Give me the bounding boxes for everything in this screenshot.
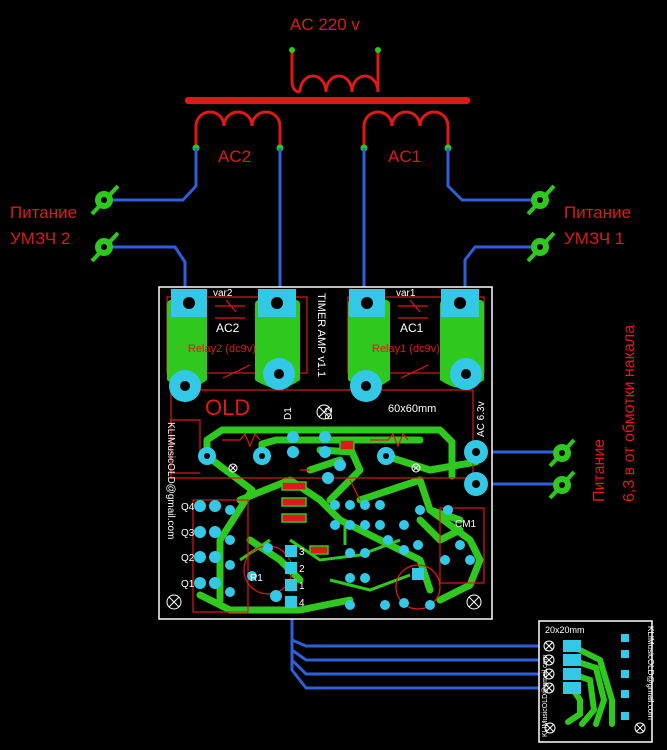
pin-1-label: 1 bbox=[299, 581, 305, 592]
mounting-holes bbox=[166, 404, 482, 610]
secondary-left-label: AC2 bbox=[218, 147, 251, 166]
terminal-umzch1-a bbox=[526, 184, 556, 216]
old-label: OLD bbox=[205, 395, 250, 420]
primary-pin-left bbox=[289, 47, 295, 53]
wire-bus-4 bbox=[290, 606, 548, 690]
primary-winding bbox=[290, 50, 380, 94]
secondary-winding-right bbox=[362, 110, 450, 148]
small-email-label: KLIMusicOLD@gmail.com bbox=[646, 626, 655, 720]
wire-umzch2 bbox=[104, 245, 187, 300]
pin-2-label: 2 bbox=[299, 564, 305, 575]
secondary-right-label: AC1 bbox=[388, 147, 421, 166]
small-board-mounts bbox=[543, 640, 646, 734]
ac2-board-label: AC2 bbox=[216, 321, 240, 335]
label-right-line2: УМЗЧ 1 bbox=[564, 229, 624, 248]
transformer: AC 220 v AC2 AC1 bbox=[185, 15, 470, 166]
pin-3-label: 3 bbox=[299, 547, 305, 558]
wire-umzch1 bbox=[463, 245, 540, 300]
small-size-label: 20x20mm bbox=[545, 625, 585, 635]
var1-label: var1 bbox=[396, 288, 416, 299]
var2-label: var2 bbox=[213, 288, 233, 299]
ac63-label: AC 6.3v bbox=[476, 401, 487, 437]
terminal-connectors bbox=[90, 184, 576, 500]
smd-resistors bbox=[281, 439, 355, 555]
pad-holes bbox=[180, 297, 480, 488]
r1-label: R1 bbox=[250, 573, 263, 584]
small-pcb: 20x20mm KLIMusicOLD@gmail.com KLIMusicOL… bbox=[538, 620, 655, 743]
q4-label: Q4 bbox=[181, 502, 195, 513]
q3-label: Q3 bbox=[181, 528, 195, 539]
relay2-label: Relay2 (dc9v) bbox=[188, 343, 256, 355]
wire-ac1-right bbox=[446, 148, 540, 202]
timer-amp-label: TIMER AMP v1.1 bbox=[315, 293, 327, 377]
relay1-label: Relay1 (dc9v) bbox=[372, 343, 440, 355]
label-left-line2: УМЗЧ 2 bbox=[10, 229, 70, 248]
wire-ac2-left bbox=[104, 148, 198, 202]
power-labels: Питание УМЗЧ 2 Питание УМЗЧ 1 Питание 6,… bbox=[10, 203, 638, 502]
terminal-heater-b bbox=[548, 470, 576, 500]
main-email-label: KLIMusicOLD@gmail.com bbox=[165, 422, 176, 539]
d2-label: D2 bbox=[324, 407, 335, 420]
cm1-label: CM1 bbox=[455, 519, 477, 530]
terminal-umzch2-b bbox=[90, 231, 120, 263]
terminal-umzch2-a bbox=[90, 184, 120, 216]
label-right-line1: Питание bbox=[564, 203, 631, 222]
q1-label: Q1 bbox=[181, 579, 195, 590]
terminal-heater-a bbox=[548, 438, 576, 468]
secondary-winding-left bbox=[194, 110, 282, 148]
terminal-umzch1-b bbox=[526, 231, 556, 263]
main-pcb: var2 var1 AC2 AC1 Relay2 (dc9v) Relay1 (… bbox=[158, 286, 493, 620]
label-heater-line1: Питание bbox=[591, 439, 608, 502]
small-board-pads bbox=[563, 634, 629, 720]
d1-label: D1 bbox=[283, 407, 294, 420]
board-size-label: 60x60mm bbox=[388, 403, 436, 415]
label-left-line1: Питание bbox=[10, 203, 77, 222]
primary-pin-right bbox=[375, 47, 381, 53]
ac1-board-label: AC1 bbox=[400, 321, 424, 335]
primary-label: AC 220 v bbox=[290, 15, 360, 34]
q2-label: Q2 bbox=[181, 553, 195, 564]
small-email-label-2: KLIMusicOLD@gmail.com bbox=[542, 655, 549, 737]
pin-4-label: 4 bbox=[299, 598, 305, 609]
label-heater-line2: 6,3 в от обмотки накала bbox=[621, 325, 638, 502]
transformer-core bbox=[185, 97, 470, 104]
